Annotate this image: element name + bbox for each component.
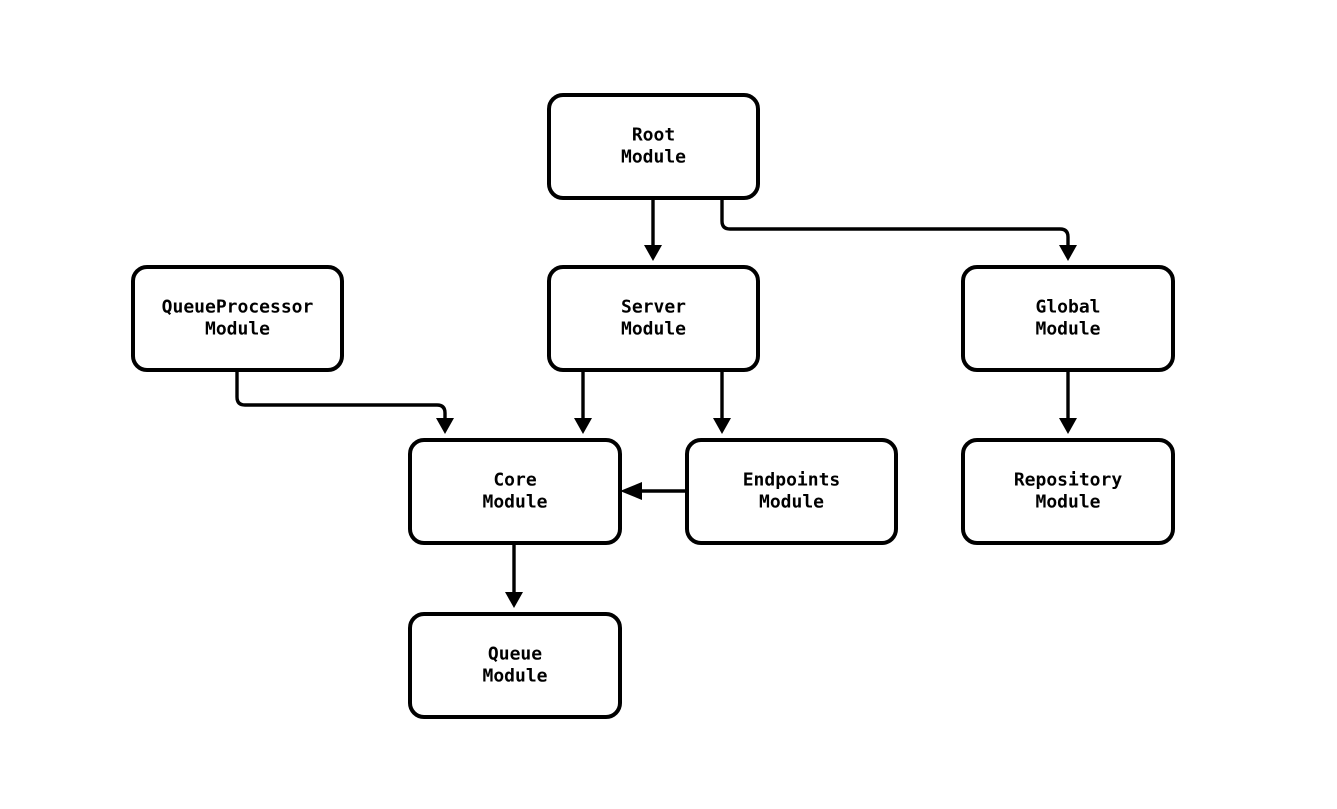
node-global-label-line1: Global bbox=[1035, 297, 1100, 318]
node-endpoints-label-line2: Module bbox=[759, 492, 824, 513]
node-server-label-line1: Server bbox=[621, 297, 686, 318]
node-global-label-line2: Module bbox=[1035, 319, 1100, 340]
node-server-label-line2: Module bbox=[621, 319, 686, 340]
node-queueprocessor-box[interactable] bbox=[131, 265, 344, 372]
node-root-box[interactable] bbox=[547, 93, 760, 200]
node-root-label-line2: Module bbox=[621, 147, 686, 168]
node-server-box[interactable] bbox=[547, 265, 760, 372]
node-endpoints-label-line1: Endpoints bbox=[743, 470, 841, 491]
edges-layer bbox=[235, 198, 1070, 592]
node-queue-box[interactable] bbox=[408, 612, 622, 719]
node-queue-label-line2: Module bbox=[482, 666, 547, 687]
node-endpoints-box[interactable] bbox=[685, 438, 898, 545]
head-global-to-repository-icon bbox=[1059, 418, 1077, 434]
head-queueprocessor-to-core-icon bbox=[436, 418, 454, 434]
node-queueprocessor-label-line2: Module bbox=[205, 319, 270, 340]
node-root-label-line1: Root bbox=[632, 125, 675, 146]
nodes-layer: RootModuleQueueProcessorModuleServerModu… bbox=[131, 93, 1175, 719]
node-core-label-line2: Module bbox=[482, 492, 547, 513]
head-endpoints-to-core-icon bbox=[620, 482, 642, 500]
head-root-to-server-icon bbox=[644, 245, 662, 261]
edge-root-to-global bbox=[720, 198, 1070, 245]
head-server-to-endpoints-icon bbox=[713, 418, 731, 434]
node-repository-box[interactable] bbox=[961, 438, 1175, 545]
arrowheads-layer bbox=[436, 245, 1077, 608]
node-core-box[interactable] bbox=[408, 438, 622, 545]
node-queueprocessor-label-line1: QueueProcessor bbox=[162, 297, 314, 318]
head-root-to-global-icon bbox=[1059, 245, 1077, 261]
head-server-to-core-icon bbox=[574, 418, 592, 434]
head-core-to-queue-icon bbox=[505, 592, 523, 608]
node-queue-label-line1: Queue bbox=[488, 644, 542, 665]
node-repository-label-line2: Module bbox=[1035, 492, 1100, 513]
node-global-box[interactable] bbox=[961, 265, 1175, 372]
node-repository-label-line1: Repository bbox=[1014, 470, 1123, 491]
node-core-label-line1: Core bbox=[493, 470, 537, 491]
edge-queueprocessor-to-core bbox=[235, 370, 447, 418]
